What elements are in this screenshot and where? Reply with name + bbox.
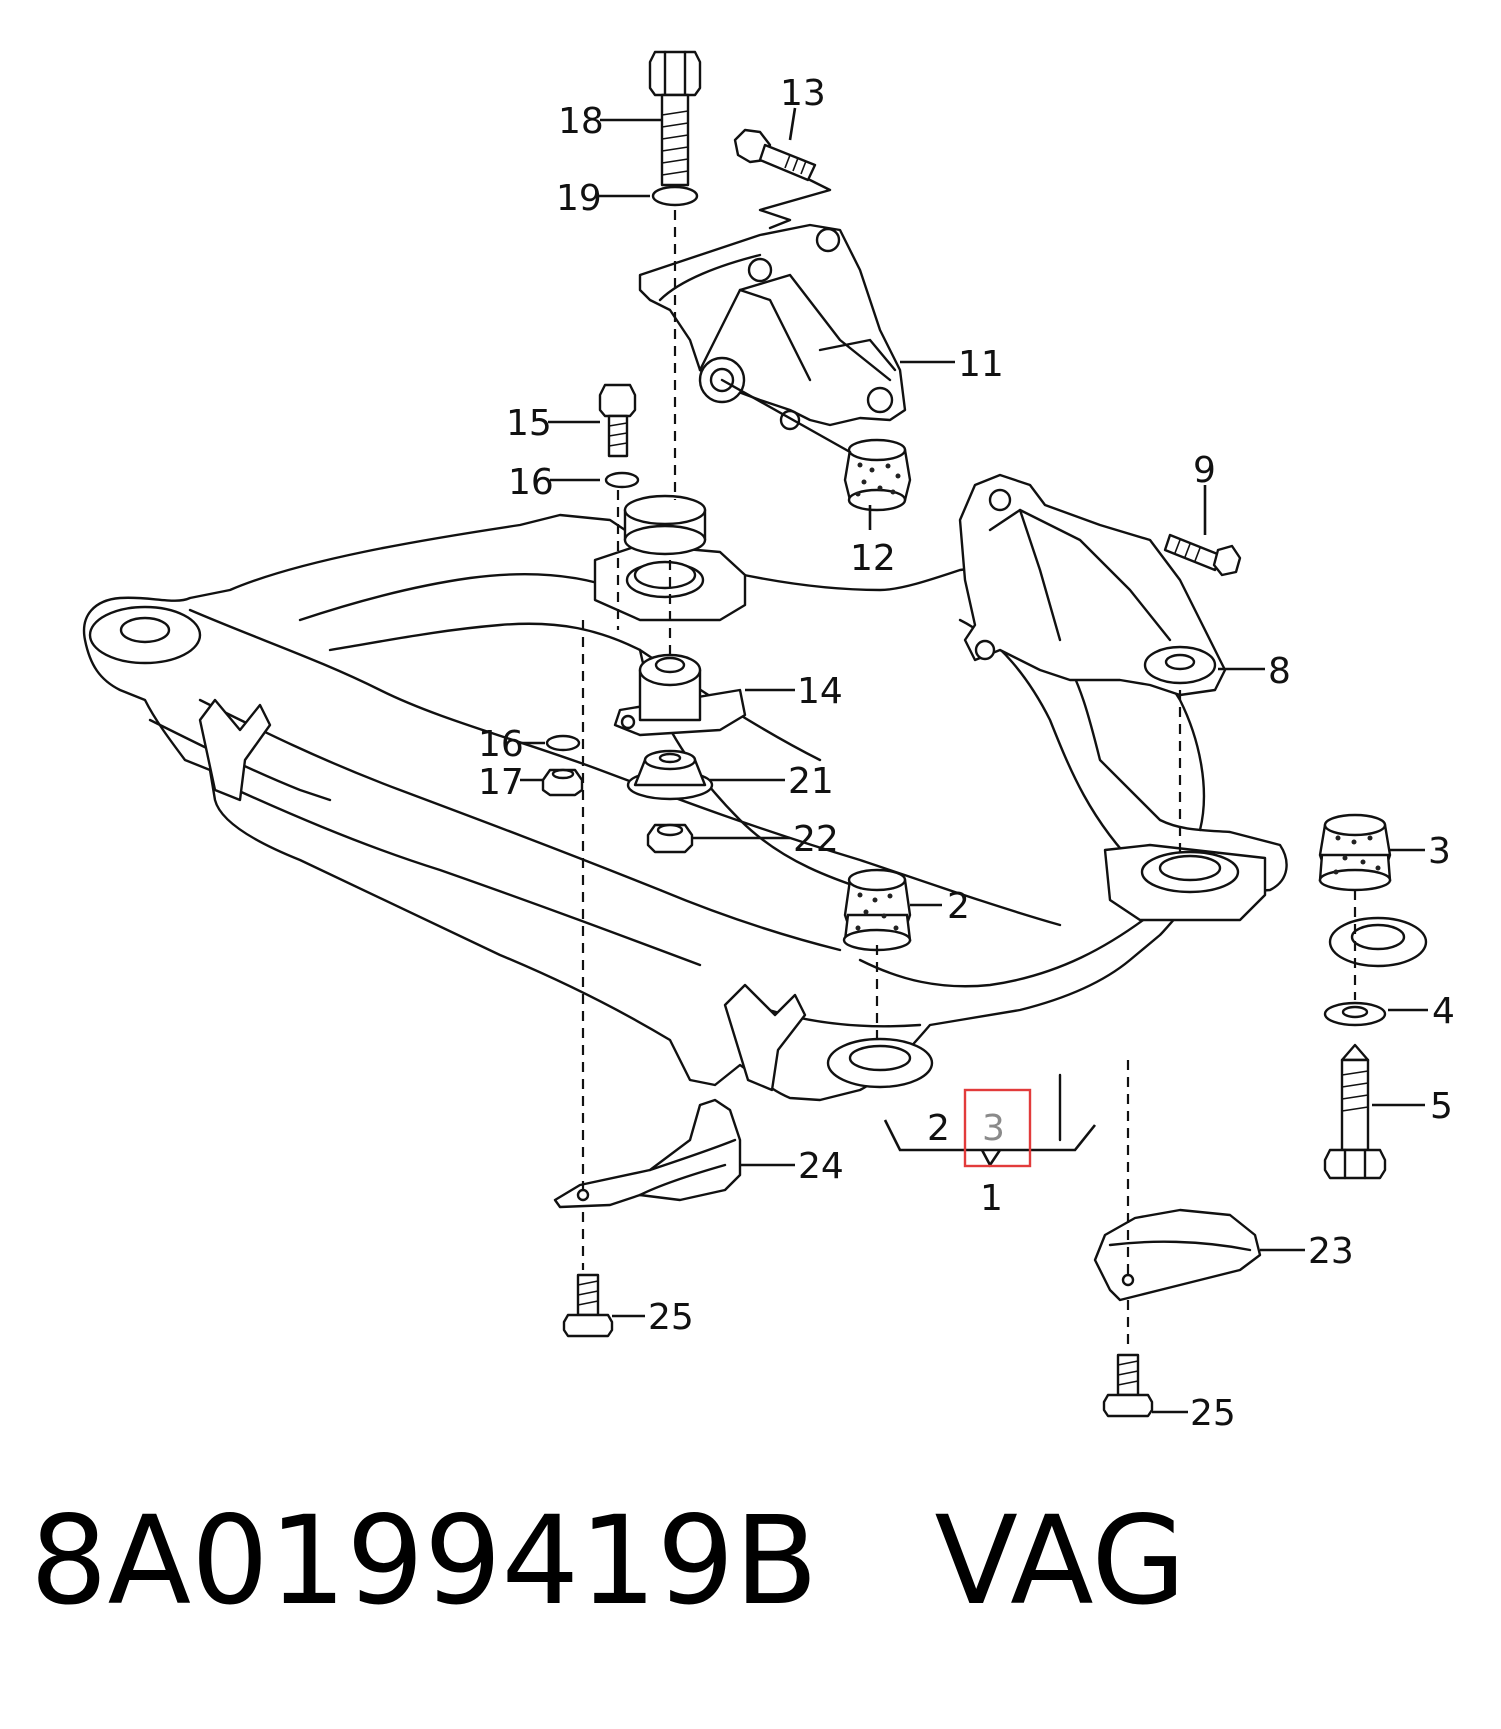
subframe-drawing [82,513,1428,1102]
bolt-13 [733,128,817,182]
callout-17: 17 [478,762,524,803]
rubber-bushing-12 [843,438,912,512]
brand-name: VAG [934,1490,1186,1632]
engine-bracket-right [958,473,1227,697]
heat-shield-23 [1093,1208,1262,1302]
bolt-15 [598,383,637,458]
callout-18: 18 [558,101,604,142]
washer-16-lower [545,734,581,752]
washer-4 [1323,1001,1387,1027]
callout-14: 14 [797,671,843,712]
rubber-bushing-3 [1318,813,1392,892]
callout-8: 8 [1268,651,1291,692]
callout-2-upper: 2 [947,886,970,927]
rubber-mount-14 [613,653,747,737]
engine-bracket-left [638,223,907,431]
callout-12: 12 [850,538,896,579]
part-caption: 8A0199419B VAG [30,1500,1186,1622]
callout-23: 23 [1308,1231,1354,1272]
callout-labels: 18 19 13 11 15 16 12 9 8 14 16 17 21 22 … [478,73,1455,1434]
callout-4: 4 [1432,991,1455,1032]
rubber-buffer-21 [626,749,714,801]
callout-2-lower: 2 [927,1108,950,1149]
callout-1: 1 [980,1178,1003,1219]
callout-13: 13 [780,73,826,114]
assembly-lines [581,178,1357,1350]
bolt-25-right [1102,1353,1154,1418]
callout-leaders [520,107,1428,1414]
nut-17 [541,768,584,797]
callout-3-highlighted: 3 [982,1108,1005,1149]
bolt-25-left [562,1273,614,1338]
washer-19 [651,185,699,207]
callout-22: 22 [793,819,839,860]
nut-22 [646,823,694,854]
heat-shield-24 [553,1098,742,1209]
callout-25-left: 25 [648,1297,694,1338]
bolt-9 [1163,533,1242,577]
highlight-box [963,1088,1032,1168]
part-number: 8A0199419B [30,1490,819,1632]
callout-9: 9 [1193,450,1216,491]
callout-16-upper: 16 [508,462,554,503]
callout-3: 3 [1428,831,1451,872]
bolt-5 [1323,1043,1387,1180]
washer-16-upper [604,471,640,489]
callout-25-right: 25 [1190,1393,1236,1434]
callout-11: 11 [958,344,1004,385]
callout-24: 24 [798,1146,844,1187]
rubber-bushing-2 [842,868,912,952]
bolt-18 [648,50,702,187]
callout-21: 21 [788,761,834,802]
callout-15: 15 [506,403,552,444]
callout-5: 5 [1430,1086,1453,1127]
callout-16-lower: 16 [478,724,524,765]
rubber-mount-upper [623,494,707,556]
callout-19: 19 [556,178,602,219]
